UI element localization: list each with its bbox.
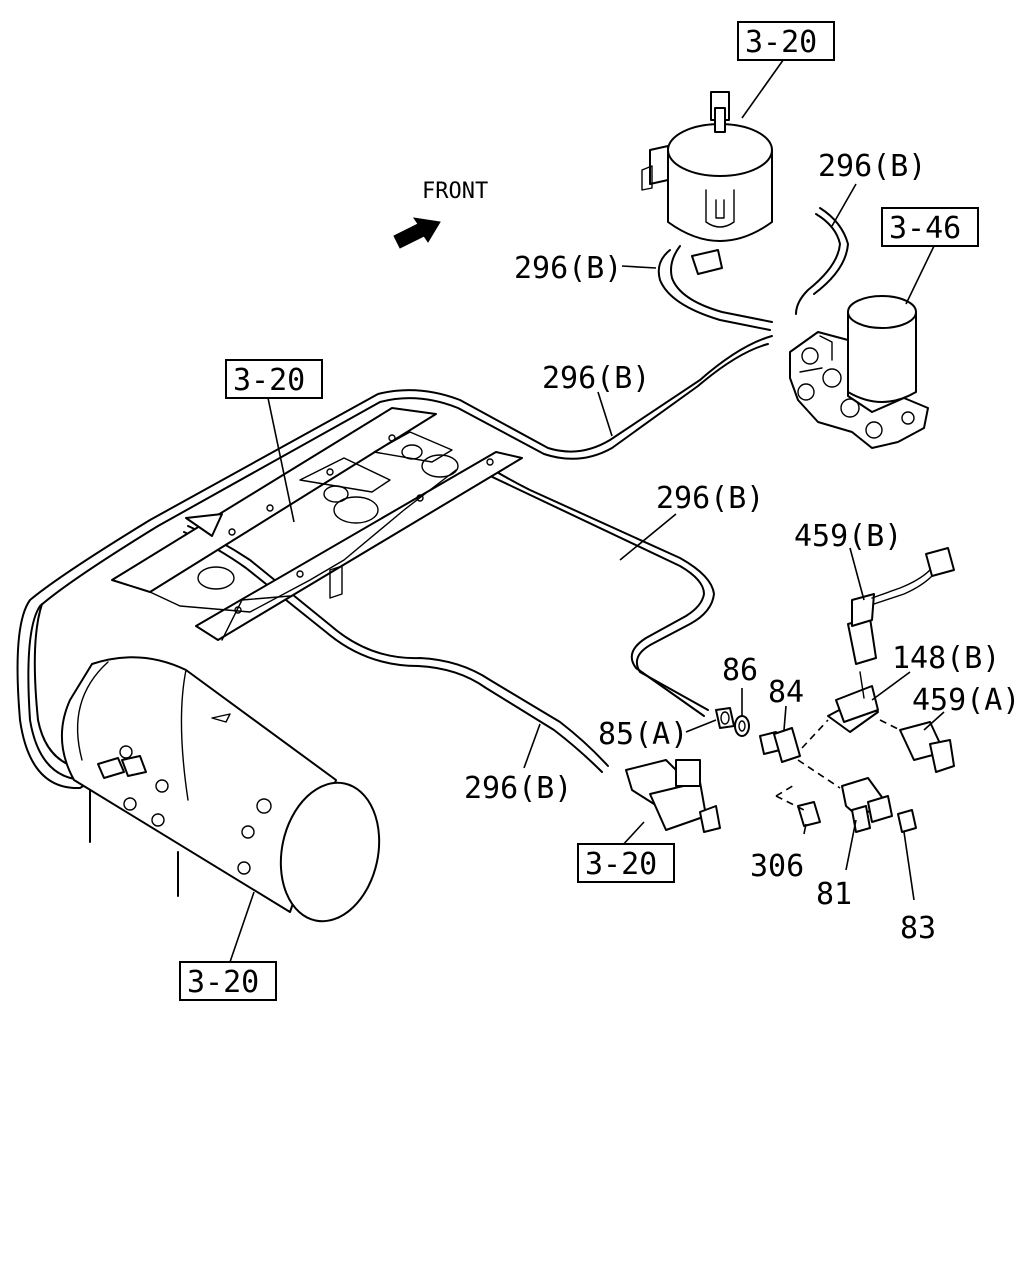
washer-86 [734,715,750,737]
plug-306 [797,801,821,827]
air-dryer [789,295,929,449]
cap-83 [897,809,917,833]
part-label-296b-top-right: 296(B) [818,149,926,184]
switch-459a [899,721,955,773]
part-label-81: 81 [816,877,852,912]
upper-air-tank [641,91,773,275]
part-label-459b: 459(B) [794,519,902,554]
valve-assembly [625,759,721,833]
frame-crossmember [111,407,523,641]
ref-label-tank: 3-20 [187,965,259,1000]
switch-459b [847,547,955,665]
part-label-306: 306 [750,849,804,884]
ref-box-frame [225,359,323,399]
part-label-86: 86 [722,653,758,688]
lower-air-tank [61,656,381,923]
part-label-296b-top-left: 296(B) [514,251,622,286]
part-label-85a: 85(A) [598,717,688,752]
fitting-nut-85a [715,707,735,729]
air-line-296b [16,207,849,790]
ref-box-valve [577,843,675,883]
ref-box-top [737,21,835,61]
ref-label-dryer: 3-46 [889,211,961,246]
leader-lines [229,55,945,963]
part-label-459a: 459(A) [912,683,1020,718]
ref-label-valve: 3-20 [585,847,657,882]
part-label-148b: 148(B) [892,641,1000,676]
valve-81 [841,777,893,833]
ref-box-dryer [881,207,979,247]
ref-label-frame: 3-20 [233,363,305,398]
front-arrow-icon [393,217,441,249]
part-label-296b-right: 296(B) [656,481,764,516]
part-label-296b-mid: 296(B) [542,361,650,396]
part-label-84: 84 [768,675,804,710]
ref-box-tank [179,961,277,1001]
tee-148b [827,671,879,733]
ref-label-top: 3-20 [745,25,817,60]
part-label-296b-bottom: 296(B) [464,771,572,806]
front-label: FRONT [422,179,488,204]
part-label-83: 83 [900,911,936,946]
connector-84 [759,727,801,763]
